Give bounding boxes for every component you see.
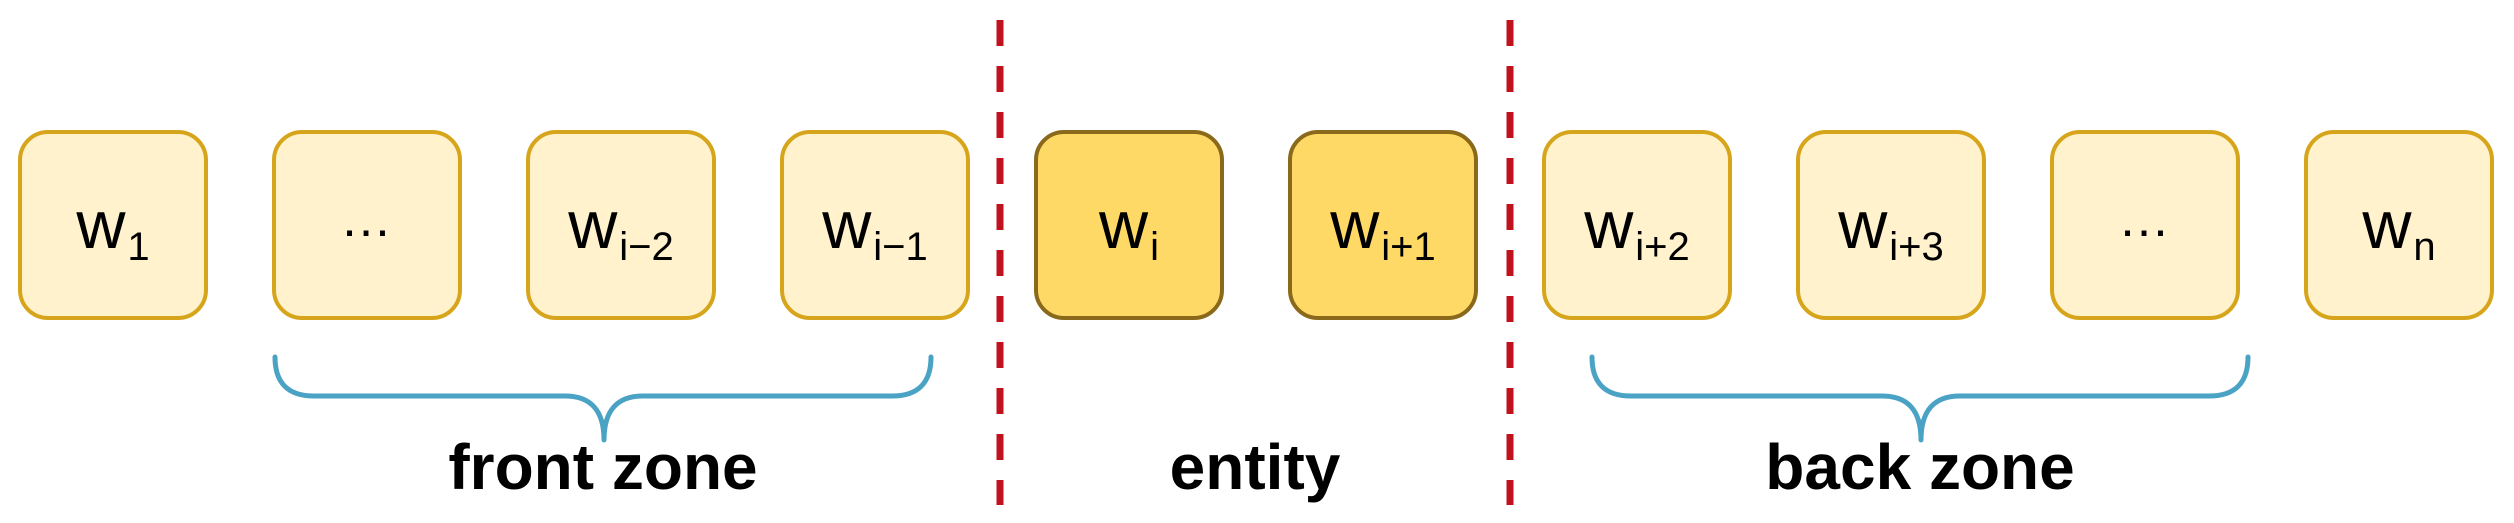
back-zone-label: back zone [1765, 431, 2075, 503]
token-base: w [1584, 187, 1634, 263]
front-zone-label: front zone [448, 431, 758, 503]
token-base: w [2362, 187, 2412, 263]
token-base: w [568, 187, 618, 263]
token-ellipsis-back: … [2050, 130, 2240, 320]
token-subscript: n [2413, 225, 2436, 269]
token-base: w [76, 187, 126, 263]
token-ellipsis-front: … [272, 130, 462, 320]
token-base: w [1099, 187, 1149, 263]
token-subscript: i−1 [873, 225, 928, 269]
token-subscript: i [1150, 225, 1159, 269]
token-subscript: i+1 [1381, 225, 1436, 269]
token-subscript: i+3 [1889, 225, 1944, 269]
token-subscript: i+2 [1635, 225, 1690, 269]
token-base: w [822, 187, 872, 263]
token-subscript: 1 [127, 225, 150, 269]
entity-label: entity [1169, 431, 1341, 503]
token-ellipsis: … [340, 190, 394, 248]
token-base: w [1330, 187, 1380, 263]
back-zone-brace [1589, 354, 2251, 443]
token-subscript: i−2 [619, 225, 674, 269]
token-ellipsis: … [2118, 190, 2172, 248]
front-zone-brace [272, 354, 934, 443]
token-base: w [1838, 187, 1888, 263]
